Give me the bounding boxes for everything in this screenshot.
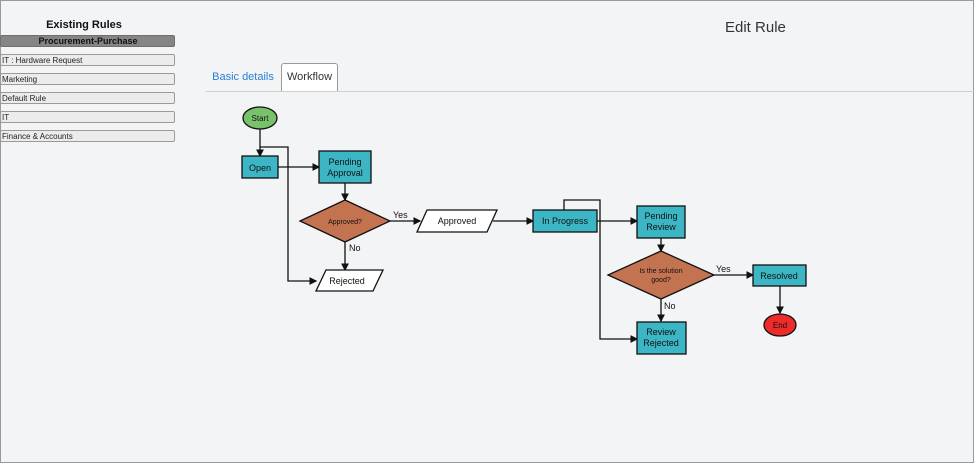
edge-label-approved-yes: Yes bbox=[393, 210, 408, 220]
sidebar-title: Existing Rules bbox=[46, 19, 122, 31]
rule-item-procurement-purchase[interactable]: Procurement-Purchase bbox=[0, 35, 175, 47]
rules-sidebar: Existing Rules Procurement-Purchase IT :… bbox=[0, 0, 180, 463]
node-review-rejected[interactable]: Review Rejected bbox=[636, 321, 687, 355]
node-start-label: Start bbox=[252, 114, 270, 123]
node-review-rejected-line2: Rejected bbox=[643, 338, 679, 348]
node-in-progress-label: In Progress bbox=[542, 216, 589, 226]
node-pending-approval-line1: Pending bbox=[328, 157, 361, 167]
page-title: Edit Rule bbox=[725, 19, 786, 36]
node-solution-decision-line2: good? bbox=[651, 277, 671, 284]
node-pending-review-line2: Review bbox=[646, 222, 676, 232]
node-solution-decision[interactable]: Is the solution good? bbox=[606, 250, 716, 300]
node-pending-approval-line2: Approval bbox=[327, 168, 363, 178]
node-pending-approval[interactable]: Pending Approval bbox=[318, 150, 372, 184]
tab-workflow[interactable]: Workflow bbox=[281, 63, 338, 91]
node-end[interactable]: End bbox=[763, 313, 797, 337]
node-solution-decision-line1: Is the solution bbox=[639, 268, 682, 275]
workflow-connectors bbox=[256, 129, 784, 343]
edge-label-solution-no: No bbox=[664, 301, 676, 311]
node-approved-decision-label: Approved? bbox=[328, 219, 362, 226]
node-pending-review-line1: Pending bbox=[644, 211, 677, 221]
node-open-label: Open bbox=[249, 163, 271, 173]
node-approved[interactable]: Approved bbox=[415, 209, 499, 233]
node-in-progress[interactable]: In Progress bbox=[532, 209, 598, 233]
node-pending-review[interactable]: Pending Review bbox=[636, 205, 686, 239]
node-resolved[interactable]: Resolved bbox=[752, 264, 807, 287]
node-resolved-label: Resolved bbox=[760, 271, 798, 281]
rule-item-default-rule[interactable]: Default Rule bbox=[0, 92, 175, 104]
node-open[interactable]: Open bbox=[241, 155, 279, 179]
node-rejected[interactable]: Rejected bbox=[314, 269, 385, 292]
rule-item-marketing[interactable]: Marketing bbox=[0, 73, 175, 85]
tab-divider bbox=[206, 91, 974, 92]
node-approved-label: Approved bbox=[438, 216, 477, 226]
node-end-label: End bbox=[773, 321, 787, 330]
node-start[interactable]: Start bbox=[242, 106, 278, 130]
edge-label-solution-yes: Yes bbox=[716, 264, 731, 274]
rule-item-it[interactable]: IT bbox=[0, 111, 175, 123]
rule-item-it-hardware-request[interactable]: IT : Hardware Request bbox=[0, 54, 175, 66]
rule-item-finance-accounts[interactable]: Finance & Accounts bbox=[0, 130, 175, 142]
tab-basic-details[interactable]: Basic details bbox=[212, 71, 274, 83]
node-approved-decision[interactable]: Approved? bbox=[298, 199, 392, 243]
node-review-rejected-line1: Review bbox=[646, 327, 676, 337]
edge-label-approved-no: No bbox=[349, 243, 361, 253]
node-rejected-label: Rejected bbox=[329, 276, 365, 286]
